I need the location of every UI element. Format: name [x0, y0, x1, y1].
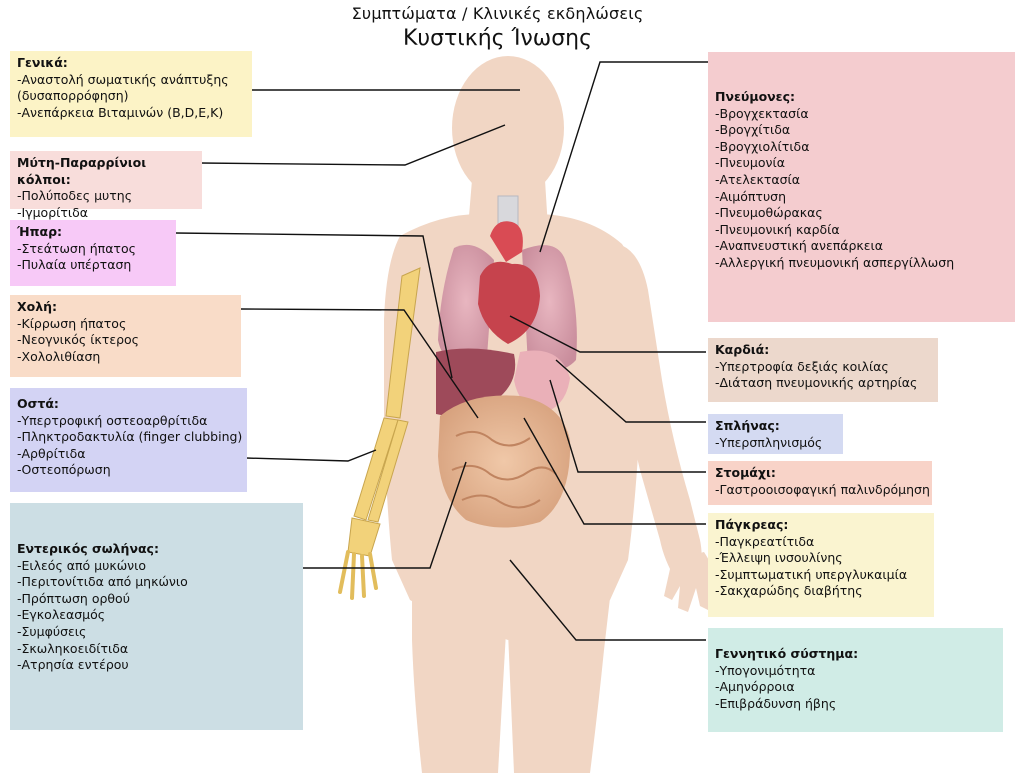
box-bile-item: -Χολολιθίαση	[17, 348, 101, 364]
box-genital-item: -Αμηνόρροια	[715, 679, 795, 695]
intestine-folds	[451, 430, 557, 509]
arm-skeleton	[338, 267, 421, 600]
box-heart-item: -Διάταση πνευμονικής αρτηρίας	[715, 375, 918, 391]
box-bones-item: -Αρθρίτιδα	[17, 445, 86, 461]
lung-right-shape	[522, 245, 577, 371]
box-general-header: Γενικά:	[17, 55, 68, 70]
box-bones-item: -Υπερτροφική οστεοαρθρίτιδα	[17, 412, 208, 428]
title-line-2: Κυστικής Ίνωσης	[402, 26, 593, 51]
box-lungs-item: -Πνευμονική καρδία	[715, 221, 840, 237]
box-intestine-item: -Ειλεός από μυκώνιο	[17, 557, 147, 573]
head-shape	[452, 56, 564, 200]
box-intestine-item: -Πρόπτωση ορθού	[17, 590, 130, 606]
organs	[436, 195, 577, 528]
aorta-shape	[490, 221, 523, 262]
box-genital-item: -Υπογονιμότητα	[715, 662, 816, 678]
finger-bones	[338, 550, 378, 600]
box-bile-item: -Νεογνικός ίκτερος	[17, 332, 139, 348]
box-intestine-item: -Σκωληκοειδίτιδα	[17, 640, 129, 656]
box-bones-item: -Πληκτροδακτυλία (finger clubbing)	[17, 429, 243, 445]
box-lungs-item: -Αιμόπτυση	[715, 188, 787, 204]
box-pancreas-item: -Σακχαρώδης διαβήτης	[715, 583, 863, 599]
box-heart: Καρδιά: -Υπερτροφία δεξιάς κοιλίας -Διάτ…	[708, 338, 938, 402]
box-nose-header: Μύτη-Παραρρίνιοι κόλποι:	[17, 155, 147, 187]
box-heart-item: -Υπερτροφία δεξιάς κοιλίας	[715, 358, 889, 374]
box-nose: Μύτη-Παραρρίνιοι κόλποι: -Πολύποδες μυτη…	[10, 151, 202, 220]
intestine-shape	[438, 395, 571, 528]
line-bones	[245, 449, 377, 462]
line-pancreas	[523, 417, 706, 525]
box-liver-item: -Στεάτωση ήπατος	[17, 240, 136, 256]
box-intestine-item: -Περιτονίτιδα από μηκώνιο	[17, 574, 188, 590]
box-lungs-item: -Βρογχεκτασία	[715, 105, 809, 121]
ulna-bone	[367, 419, 409, 523]
radius-bone	[353, 417, 399, 521]
line-stomach	[549, 379, 706, 473]
line-lungs	[539, 61, 708, 253]
box-spleen-header: Σπλήνας:	[715, 418, 780, 433]
humerus-bone	[385, 267, 421, 419]
box-stomach: Στομάχι: -Γαστροοισοφαγική παλινδρόμηση	[708, 461, 932, 505]
box-lungs: Πνεύμονες: -Βρογχεκτασία -Βρογχίτιδα -Βρ…	[708, 52, 1015, 322]
box-stomach-item: -Γαστροοισοφαγική παλινδρόμηση	[715, 481, 930, 497]
right-leg-shape	[508, 598, 610, 773]
box-pancreas-header: Πάγκρεας:	[715, 517, 789, 532]
box-bones-header: Οστά:	[17, 396, 59, 411]
box-liver: Ήπαρ: -Στεάτωση ήπατος -Πυλαία υπέρταση	[10, 220, 176, 286]
box-bones-item: -Οστεοπόρωση	[17, 462, 111, 478]
box-intestine: Εντερικός σωλήνας: -Ειλεός από μυκώνιο -…	[10, 503, 303, 730]
box-stomach-header: Στομάχι:	[715, 465, 776, 480]
line-heart	[509, 315, 706, 353]
right-hand-shape	[664, 552, 716, 612]
box-genital: Γεννητικό σύστημα: -Υπογονιμότητα -Αμηνό…	[708, 628, 1003, 732]
box-pancreas-item: -Συμπτωματική υπεργλυκαιμία	[715, 566, 908, 582]
line-intestine	[302, 461, 467, 569]
box-general-item: -Ανεπάρκεια Βιταμινών (B,D,E,K)	[17, 104, 224, 120]
box-lungs-item: -Αλλεργική πνευμονική ασπεργίλλωση	[715, 254, 955, 270]
box-pancreas-item: -Έλλειψη ινσουλίνης	[715, 550, 843, 566]
box-heart-header: Καρδιά:	[715, 342, 770, 357]
hand-bones	[347, 517, 381, 557]
box-lungs-item: -Πνευμονία	[715, 155, 785, 171]
box-bile-header: Χολή:	[17, 299, 58, 314]
box-nose-item: -Πολύποδες μυτης	[17, 188, 133, 204]
box-general: Γενικά: -Αναστολή σωματικής ανάπτυξης (δ…	[10, 51, 252, 137]
left-leg-shape	[412, 598, 506, 773]
box-bones: Οστά: -Υπερτροφική οστεοαρθρίτιδα -Πληκτ…	[10, 388, 247, 492]
box-pancreas-item: -Παγκρεατίτιδα	[715, 533, 815, 549]
box-liver-item: -Πυλαία υπέρταση	[17, 257, 132, 273]
box-spleen: Σπλήνας: -Υπερσπληνισμός	[708, 414, 843, 454]
box-intestine-item: -Συμφύσεις	[17, 623, 87, 639]
box-bile: Χολή: -Κίρρωση ήπατος -Νεογνικός ίκτερος…	[10, 295, 241, 377]
box-lungs-item: -Βρογχιολίτιδα	[715, 138, 810, 154]
box-lungs-item: -Βρογχίτιδα	[715, 122, 791, 138]
line-liver	[174, 232, 453, 379]
box-pancreas: Πάγκρεας: -Παγκρεατίτιδα -Έλλειψη ινσουλ…	[708, 513, 934, 617]
right-arm-shape	[618, 244, 702, 580]
box-spleen-item: -Υπερσπληνισμός	[715, 434, 823, 450]
box-intestine-item: -Ατρησία εντέρου	[17, 657, 129, 673]
box-genital-header: Γεννητικό σύστημα:	[715, 646, 859, 661]
box-genital-item: -Επιβράδυνση ήβης	[715, 695, 837, 711]
box-intestine-item: -Εγκολεασμός	[17, 607, 106, 623]
line-bile	[239, 308, 479, 419]
box-general-item: -Αναστολή σωματικής ανάπτυξης (δυσαπορρό…	[17, 71, 229, 104]
line-nose	[199, 124, 506, 166]
box-lungs-item: -Ατελεκτασία	[715, 171, 801, 187]
box-lungs-item: -Αναπνευστική ανεπάρκεια	[715, 238, 883, 254]
box-lungs-header: Πνεύμονες:	[715, 89, 796, 104]
title-line-1: Συμπτώματα / Κλινικές εκδηλώσεις	[351, 4, 644, 23]
line-genital	[509, 559, 706, 641]
box-liver-header: Ήπαρ:	[17, 224, 63, 239]
box-nose-item: -Ιγμορίτιδα	[17, 204, 89, 220]
box-intestine-header: Εντερικός σωλήνας:	[17, 541, 159, 556]
box-bile-item: -Κίρρωση ήπατος	[17, 315, 127, 331]
line-spleen	[555, 359, 706, 423]
connector-lines	[174, 61, 708, 641]
box-lungs-item: -Πνευμοθώρακας	[715, 205, 823, 221]
